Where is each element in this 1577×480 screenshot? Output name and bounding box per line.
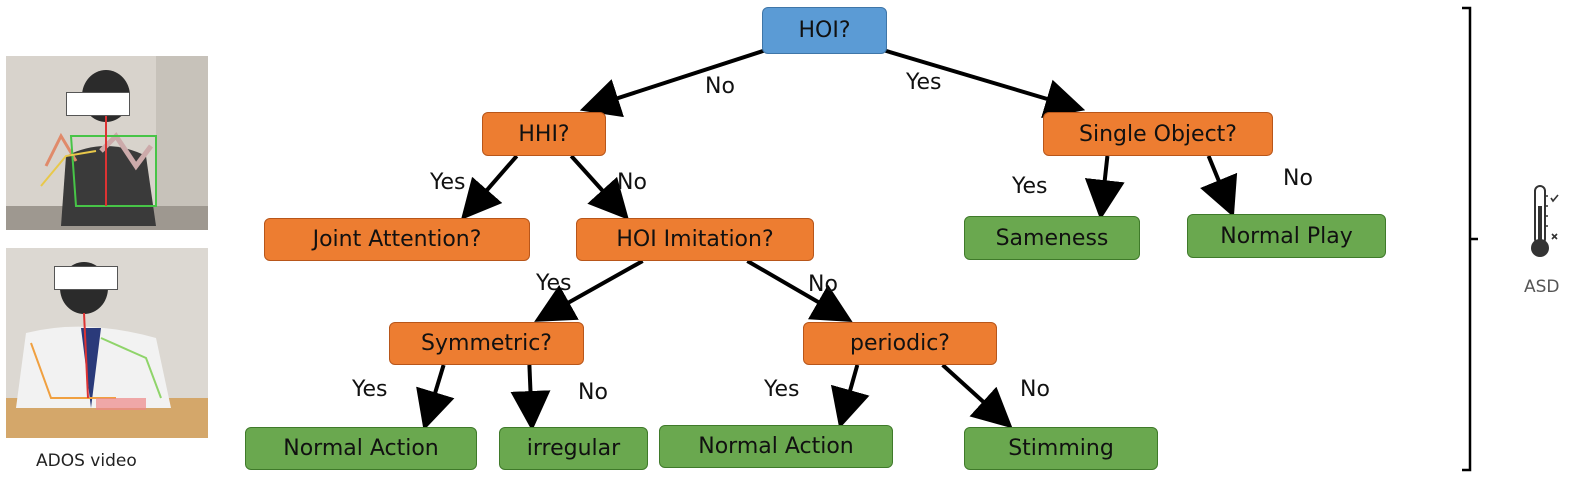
node-hoi-imitation: HOI Imitation? (576, 218, 814, 261)
edge-arrow-symmetric-irregular (510, 364, 551, 431)
node-single-object: Single Object? (1043, 112, 1273, 156)
asd-label: ASD (1524, 277, 1560, 297)
edge-label-symmetric-irregular: No (578, 380, 608, 405)
edge-arrow-hoi-hhi (579, 48, 767, 118)
node-irregular: irregular (499, 427, 648, 470)
face-mask (66, 92, 130, 116)
output-bracket (1462, 6, 1472, 472)
edge-arrow-imitation-periodic (746, 259, 853, 323)
check-icon (1550, 194, 1559, 203)
edge-label-periodic-stimming: No (1020, 377, 1050, 402)
edge-label-hhi-imitation: No (617, 170, 647, 195)
edge-label-single-normalplay: No (1283, 166, 1313, 191)
edge-arrow-symmetric-normal1 (416, 364, 455, 431)
edge-label-imitation-symmetric: Yes (536, 271, 572, 296)
edge-label-single-sameness: Yes (1012, 174, 1048, 199)
node-joint-attention: Joint Attention? (264, 218, 530, 261)
node-stimming: Stimming (964, 427, 1158, 470)
edge-label-periodic-normal2: Yes (764, 377, 800, 402)
ados-video-frame-top (6, 56, 208, 230)
node-normal-action-1: Normal Action (245, 427, 477, 470)
edge-arrow-imitation-symmetric (534, 259, 644, 322)
node-periodic: periodic? (803, 322, 997, 365)
edge-label-hoi-hhi: No (705, 74, 735, 99)
edge-arrow-hhi-imitation (569, 154, 629, 220)
node-sameness: Sameness (964, 216, 1140, 260)
edge-arrow-single-normalplay (1200, 155, 1238, 218)
node-symmetric: Symmetric? (389, 322, 584, 365)
edge-arrow-hhi-joint (460, 154, 519, 221)
node-hoi: HOI? (762, 7, 887, 54)
face-mask (54, 266, 118, 290)
edge-arrow-periodic-stimming (941, 363, 1013, 429)
cross-icon (1551, 233, 1558, 240)
thermometer-icon (1531, 185, 1559, 257)
edge-arrow-hoi-single (882, 48, 1086, 119)
edge-label-hhi-joint: Yes (430, 170, 466, 195)
ados-video-frame-bottom (6, 248, 208, 438)
edge-label-imitation-periodic: No (808, 272, 838, 297)
node-hhi: HHI? (482, 112, 606, 156)
node-normal-action-2: Normal Action (659, 425, 893, 468)
edge-label-hoi-single: Yes (906, 70, 942, 95)
edge-label-symmetric-normal1: Yes (352, 377, 388, 402)
node-normal-play: Normal Play (1187, 214, 1386, 258)
edge-arrow-periodic-normal2 (830, 364, 870, 429)
edge-arrow-single-sameness (1084, 155, 1125, 220)
video-caption: ADOS video (36, 451, 137, 471)
